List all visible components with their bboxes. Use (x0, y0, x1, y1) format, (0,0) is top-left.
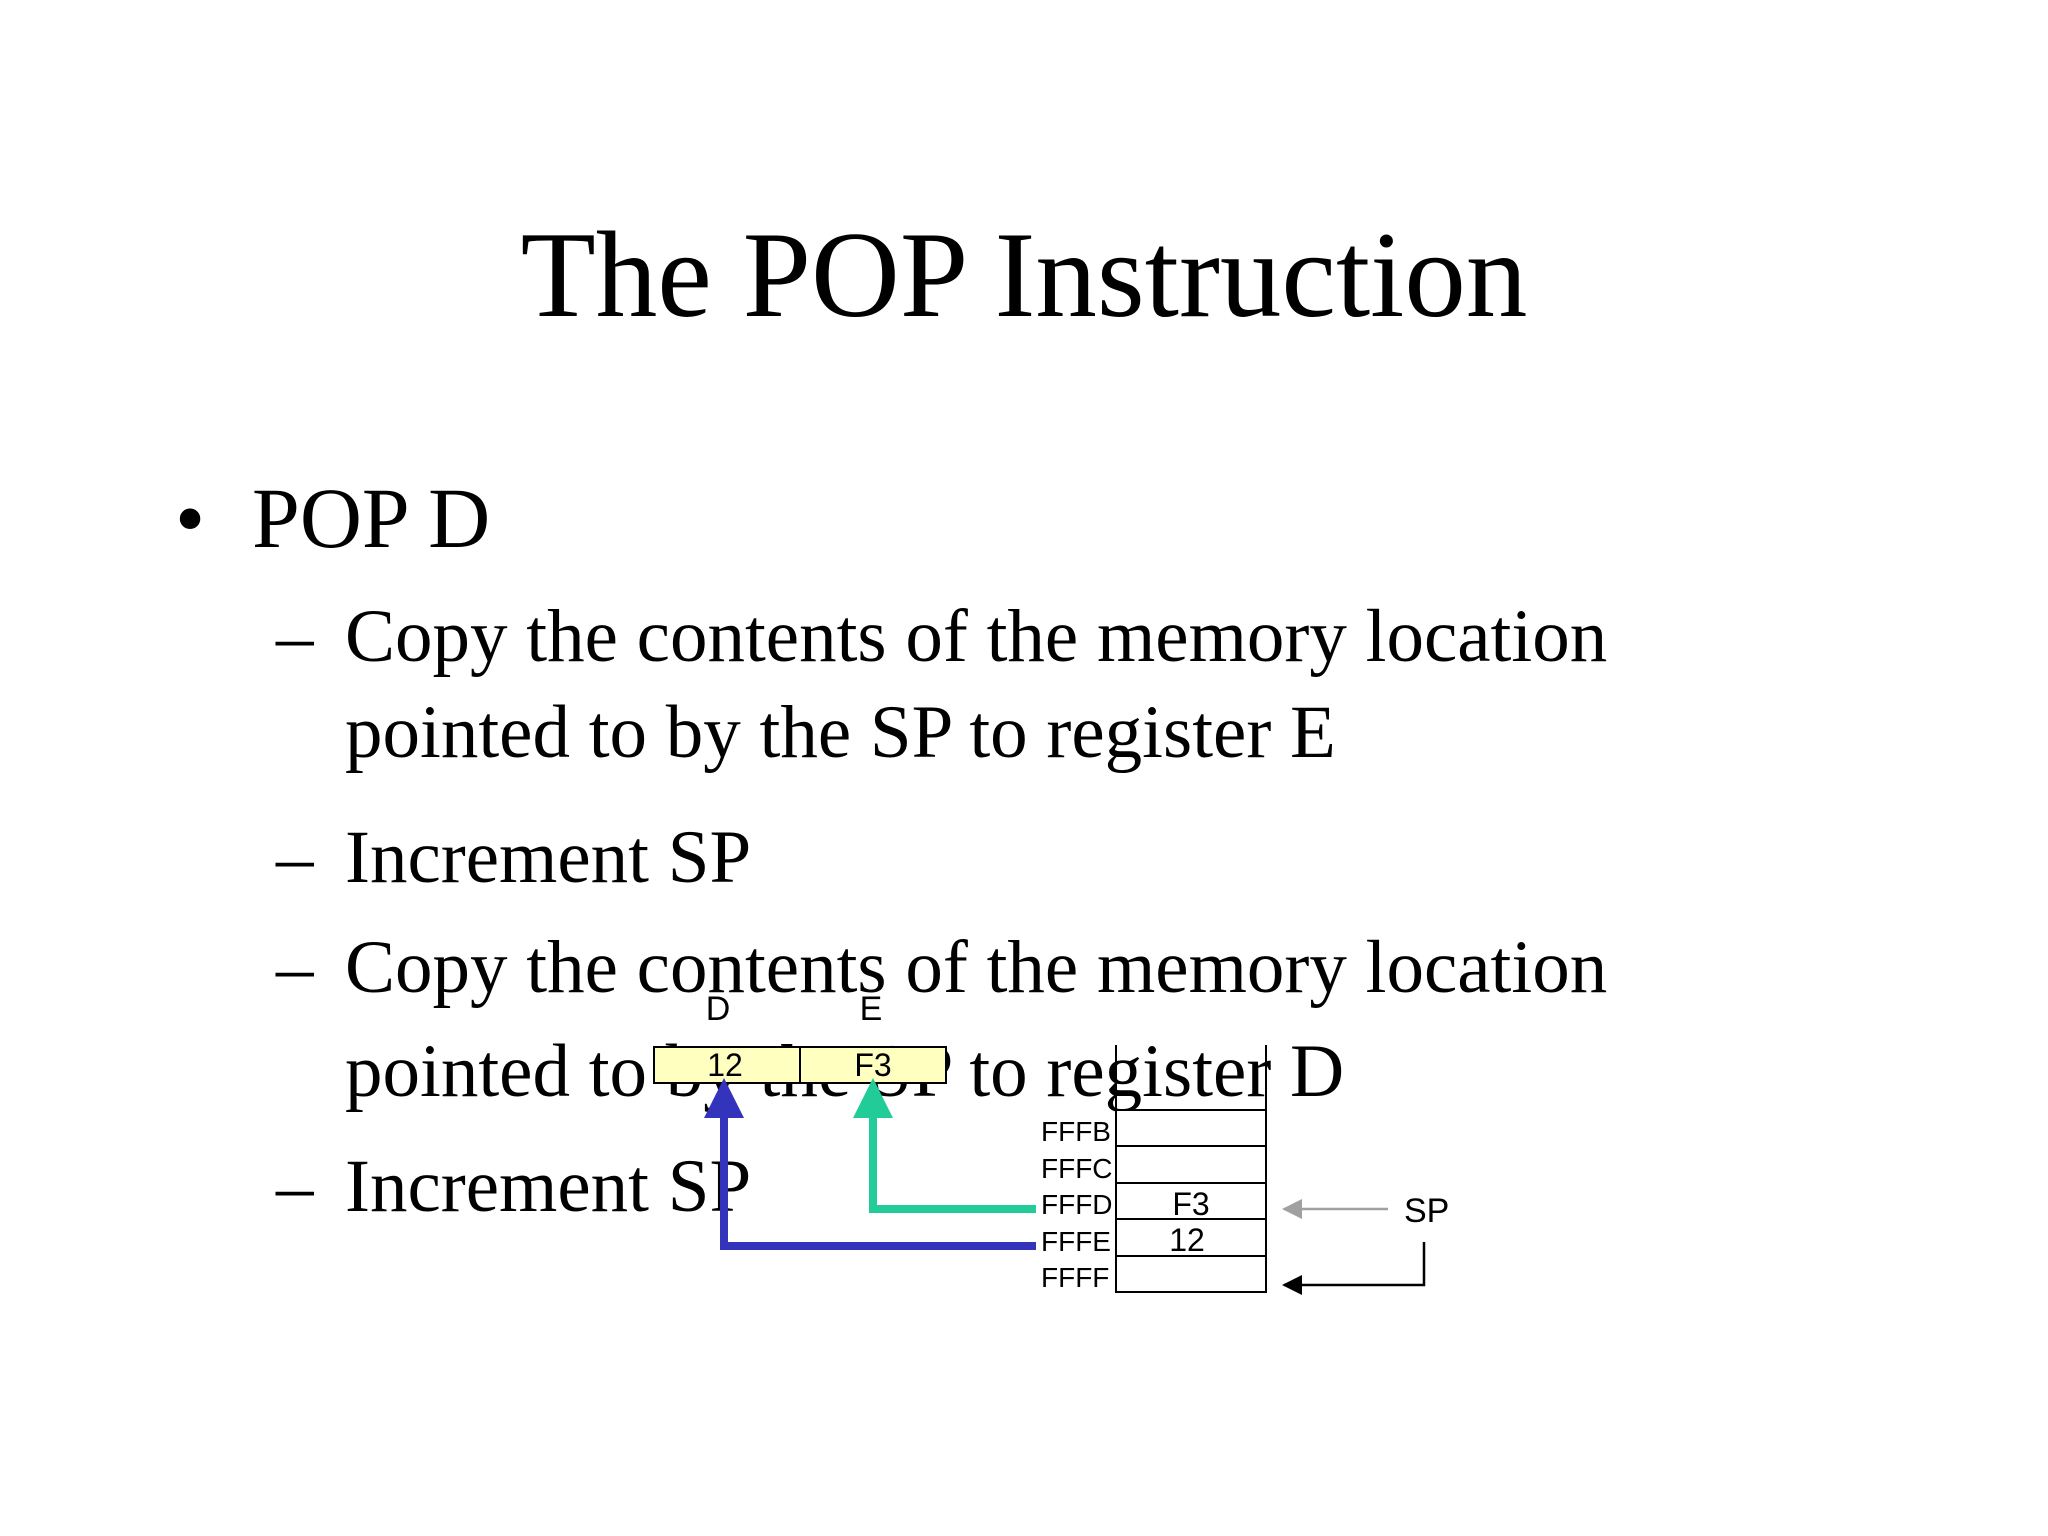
bullet-marker: • (175, 470, 206, 566)
memory-address: FFFF (1041, 1262, 1109, 1293)
memory-value-fffe: 12 (1169, 1222, 1205, 1258)
sp-new-pointer (1282, 1242, 1426, 1295)
dash-marker: – (276, 926, 314, 1009)
arrow-to-register-e (853, 1078, 1036, 1213)
bullet-pop-d: POP D (252, 470, 491, 566)
slide-title: The POP Instruction (520, 206, 1528, 343)
dash-marker: – (276, 816, 314, 899)
memory-address: FFFD (1041, 1189, 1113, 1220)
register-d-value: 12 (707, 1047, 743, 1083)
sub-item-3-line-1: Copy the contents of the memory location (345, 926, 1608, 1009)
arrow-to-register-d (704, 1078, 1036, 1250)
register-d-box (653, 1046, 801, 1084)
register-d-label: D (706, 990, 731, 1028)
sp-label: SP (1404, 1192, 1449, 1230)
register-e-value: F3 (854, 1047, 891, 1083)
dash-marker: – (276, 1145, 314, 1228)
memory-address: FFFB (1041, 1116, 1111, 1147)
register-e-label: E (860, 990, 883, 1028)
sub-item-4-line-1: Increment SP (345, 1145, 752, 1228)
memory-value-fffd: F3 (1172, 1186, 1209, 1222)
dash-marker: – (276, 595, 314, 678)
memory-stack (1115, 1045, 1267, 1293)
sub-item-2-line-1: Increment SP (345, 816, 752, 899)
sub-item-1-line-2: pointed to by the SP to register E (345, 691, 1336, 774)
sub-item-1-line-1: Copy the contents of the memory location (345, 595, 1608, 678)
memory-address: FFFE (1041, 1226, 1111, 1257)
register-e-box (799, 1046, 947, 1084)
memory-address: FFFC (1041, 1153, 1113, 1184)
